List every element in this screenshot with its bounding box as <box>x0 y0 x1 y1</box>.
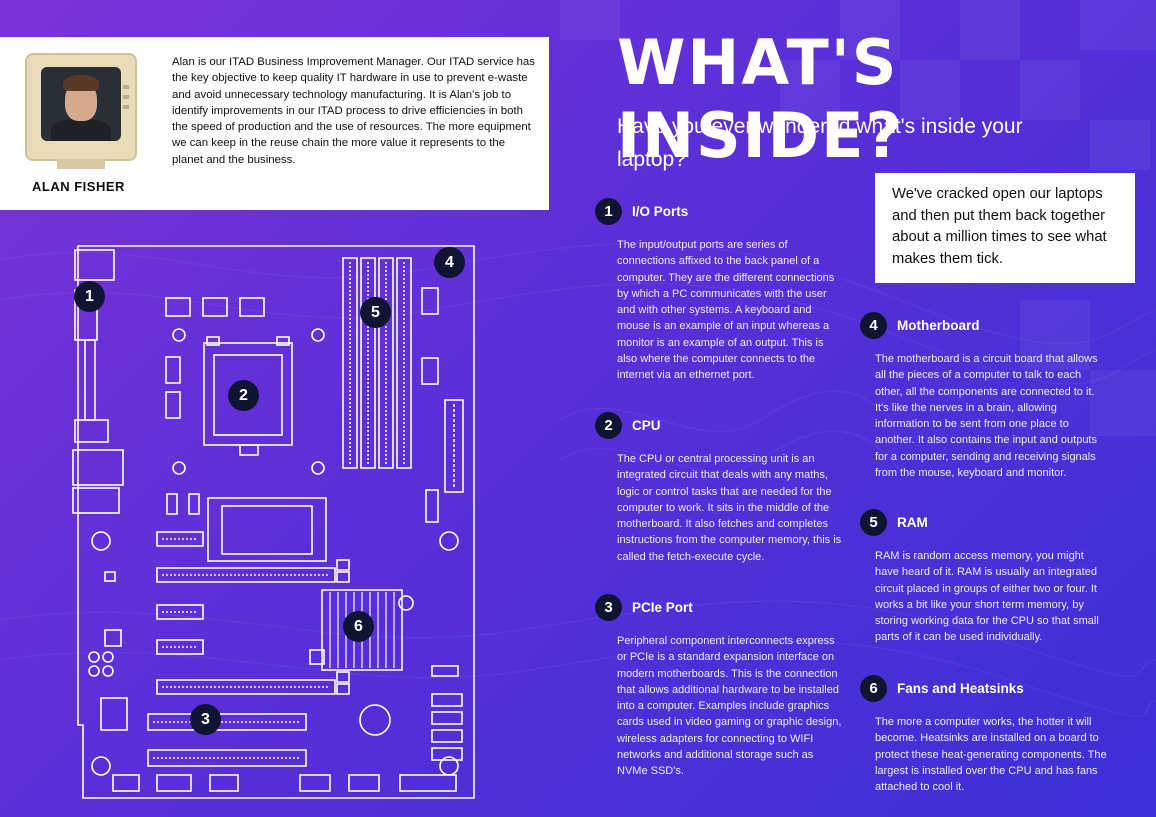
diagram-marker-1: 1 <box>74 281 105 312</box>
section-fans-heatsinks: 6 Fans and Heatsinks The more a computer… <box>860 674 1110 795</box>
section-title: PCIe Port <box>632 599 693 615</box>
section-pcie-port: 3 PCIe Port Peripheral component interco… <box>595 593 845 780</box>
profile-name: ALAN FISHER <box>32 179 125 194</box>
profile-photo <box>25 53 137 169</box>
diagram-marker-6: 6 <box>343 611 374 642</box>
section-motherboard: 4 Motherboard The motherboard is a circu… <box>860 311 1110 481</box>
diagram-marker-2: 2 <box>228 380 259 411</box>
page-subtitle: Have you ever wondered what's inside you… <box>617 115 1023 171</box>
motherboard-diagram <box>72 245 475 799</box>
section-number-badge: 3 <box>595 593 622 621</box>
section-number-badge: 4 <box>860 311 887 339</box>
diagram-marker-4: 4 <box>434 247 465 278</box>
section-number-badge: 5 <box>860 508 887 536</box>
section-body: RAM is random access memory, you might h… <box>875 550 1099 644</box>
section-body: The more a computer works, the hotter it… <box>875 716 1107 794</box>
section-title: I/O Ports <box>632 203 689 219</box>
section-title: Fans and Heatsinks <box>897 680 1024 696</box>
section-io-ports: 1 I/O Ports The input/output ports are s… <box>595 197 845 384</box>
section-body: The input/output ports are series of con… <box>617 239 835 382</box>
section-body: The motherboard is a circuit board that … <box>875 353 1098 480</box>
diagram-marker-5: 5 <box>360 297 391 328</box>
section-cpu: 2 CPU The CPU or central processing unit… <box>595 411 845 565</box>
section-title: Motherboard <box>897 317 980 333</box>
section-ram: 5 RAM RAM is random access memory, you m… <box>860 508 1110 646</box>
profile-card: ALAN FISHER Alan is our ITAD Business Im… <box>0 37 549 210</box>
callout-box: We've cracked open our laptops and then … <box>875 173 1135 283</box>
diagram-marker-3: 3 <box>190 704 221 735</box>
section-number-badge: 2 <box>595 411 622 439</box>
section-title: RAM <box>897 514 928 530</box>
profile-bio: Alan is our ITAD Business Improvement Ma… <box>172 56 535 166</box>
page-title: WHAT'S INSIDE? <box>617 26 904 172</box>
section-body: The CPU or central processing unit is an… <box>617 453 842 563</box>
section-number-badge: 1 <box>595 197 622 225</box>
section-body: Peripheral component interconnects expre… <box>617 635 842 778</box>
section-title: CPU <box>632 417 661 433</box>
section-number-badge: 6 <box>860 674 887 702</box>
